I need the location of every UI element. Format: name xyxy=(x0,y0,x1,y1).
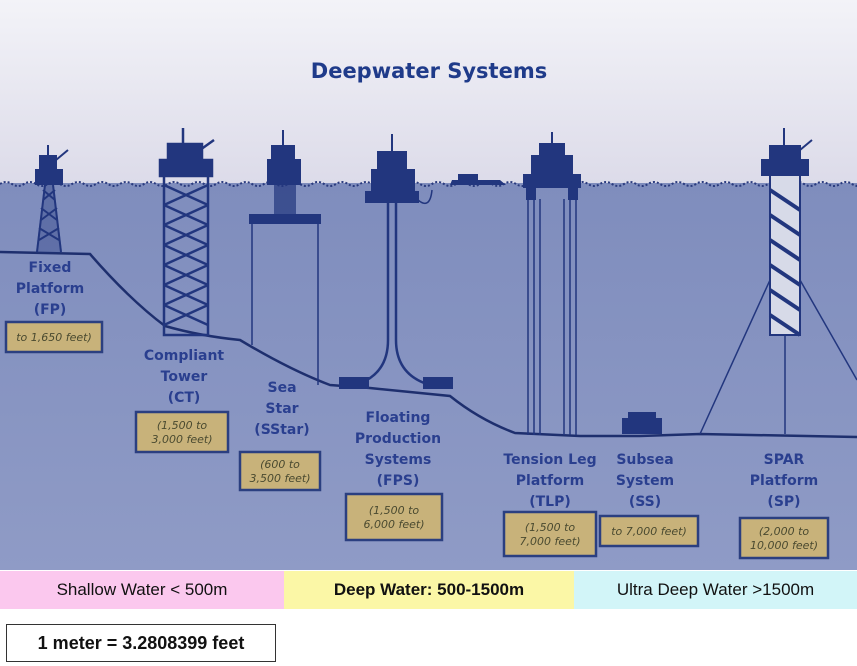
ss-name-line: (SS) xyxy=(629,494,661,510)
fp-name-line: Platform xyxy=(16,281,84,297)
tlp-name-line: Platform xyxy=(516,473,584,489)
spar-structure xyxy=(699,128,857,435)
tlp-depth-text: (1,500 to xyxy=(525,521,576,534)
fps-depth-text: 6,000 feet) xyxy=(364,518,425,531)
sp-name-line: Platform xyxy=(750,473,818,489)
unit-conversion-text: 1 meter = 3.2808399 feet xyxy=(37,632,245,653)
ct-depth-box xyxy=(134,410,230,454)
sstar-depth-text: 3,500 feet) xyxy=(250,472,311,485)
fps-name-line: Production xyxy=(355,431,441,447)
ss-name-line: Subsea xyxy=(616,452,673,468)
tlp-name-line: Tension Leg xyxy=(503,452,596,468)
fps-name-line: (FPS) xyxy=(377,473,420,489)
ct-depth-text: 3,000 feet) xyxy=(152,433,213,446)
sp-depth-box xyxy=(738,516,830,560)
sp-name-line: SPAR xyxy=(764,452,805,468)
ct-name-line: (CT) xyxy=(168,390,201,406)
ct-name-line: Compliant xyxy=(144,348,225,364)
sea-star-structure xyxy=(249,130,321,385)
seabed-line xyxy=(0,250,857,439)
ultra-deep-water-label: Ultra Deep Water >1500m xyxy=(616,580,815,599)
fps-structure xyxy=(339,134,453,389)
support-vessel xyxy=(450,174,506,185)
deep-water-label: Deep Water: 500-1500m xyxy=(333,580,525,599)
fps-name-line: Floating xyxy=(366,410,431,426)
sp-depth-text: (2,000 to xyxy=(759,525,810,538)
tlp-depth-box xyxy=(502,510,598,558)
compliant-tower-structure xyxy=(158,128,215,337)
deep-water-band: Deep Water: 500-1500m xyxy=(284,571,574,609)
sstar-name-line: Sea xyxy=(267,380,296,396)
tlp-structure xyxy=(523,132,581,435)
ss-depth-text: to 7,000 feet) xyxy=(611,525,687,538)
ss-depth-box xyxy=(598,514,700,548)
sstar-name-line: Star xyxy=(265,401,298,417)
sstar-depth-box xyxy=(238,450,322,492)
fps-depth-text: (1,500 to xyxy=(369,504,420,517)
fp-depth-text: to 1,650 feet) xyxy=(16,331,92,344)
sky xyxy=(0,0,857,185)
fp-name-line: Fixed xyxy=(29,260,72,276)
diagram-title: Deepwater Systems xyxy=(311,59,547,83)
shallow-water-band: Shallow Water < 500m xyxy=(0,571,284,609)
sp-name-line: (SP) xyxy=(767,494,800,510)
subsea-structure xyxy=(622,412,662,434)
sstar-name-line: (SStar) xyxy=(254,422,309,438)
fp-depth-box xyxy=(4,320,104,354)
ct-depth-text: (1,500 to xyxy=(157,419,208,432)
fp-name-line: (FP) xyxy=(34,302,67,318)
fps-depth-box xyxy=(344,492,444,542)
unit-conversion-box: 1 meter = 3.2808399 feet xyxy=(6,624,276,662)
shallow-water-label: Shallow Water < 500m xyxy=(56,580,228,599)
sstar-depth-text: (600 to xyxy=(260,458,300,471)
ultra-deep-water-band: Ultra Deep Water >1500m xyxy=(574,571,857,609)
fps-name-line: Systems xyxy=(365,452,432,468)
sp-depth-text: 10,000 feet) xyxy=(750,539,818,552)
ss-name-line: System xyxy=(616,473,674,489)
ct-name-line: Tower xyxy=(161,369,208,385)
tlp-depth-text: 7,000 feet) xyxy=(520,535,581,548)
tlp-name-line: (TLP) xyxy=(529,494,571,510)
deepwater-systems-diagram: Deepwater Systems xyxy=(0,0,857,570)
fixed-platform-structure xyxy=(35,145,69,253)
